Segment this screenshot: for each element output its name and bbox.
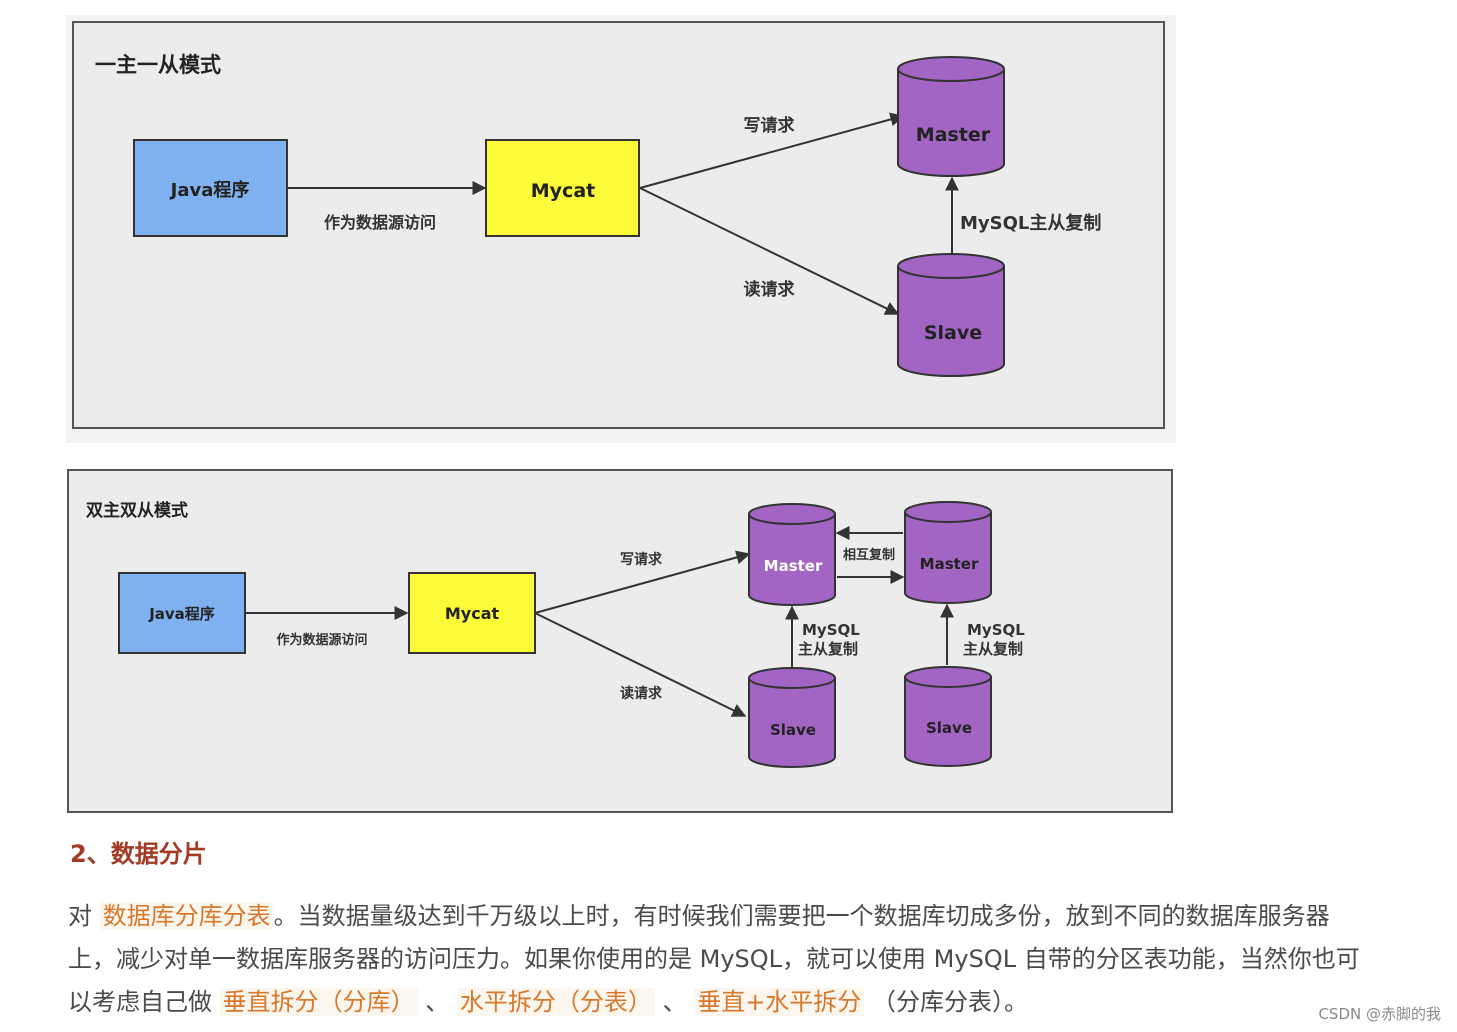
sharding-paragraph: 对 数据库分库分表。当数据量级达到千万级以上时，有时候我们需要把一个数据库切成多…: [68, 895, 1368, 1024]
replication-label: MySQL主从复制: [960, 212, 1101, 234]
diagram1-title: 一主一从模式: [95, 53, 221, 77]
master2-db-label: Master: [920, 555, 979, 573]
datasource-label-2: 作为数据源访问: [276, 632, 367, 648]
paragraph-body: 。当数据量级达到千万级以上时，有时候我们需要把一个数据库切成多份，放到不同的数据…: [68, 902, 1360, 1016]
java-program-box-2: [118, 572, 246, 654]
java-program-label-2: Java程序: [148, 605, 215, 623]
slave-db-cylinder: Slave: [897, 253, 1005, 377]
write-request-label-2: 写请求: [620, 551, 663, 568]
master1-db-cylinder: Master: [748, 503, 836, 606]
slave-db-label: Slave: [924, 322, 982, 344]
diagram-single-master: 一主一从模式 Java程序 作为数据源访问 Mycat 写请求 读请求 Mast…: [66, 15, 1176, 443]
slave1-db-label: Slave: [770, 721, 816, 739]
highlight-sharding-link[interactable]: 数据库分库分表: [99, 902, 274, 930]
master-db-label: Master: [916, 124, 991, 146]
paragraph-suffix: （分库分表）。: [871, 988, 1028, 1016]
mycat-label: Mycat: [531, 180, 595, 202]
highlight-vertical-split[interactable]: 垂直拆分（分库）: [219, 988, 418, 1016]
mutual-replication-label: 相互复制: [843, 547, 895, 563]
replication-label-2b-line1: MySQL: [967, 621, 1025, 639]
section-heading: 2、数据分片: [70, 840, 207, 868]
write-request-arrow: [639, 112, 905, 189]
diagram2-title: 双主双从模式: [86, 500, 188, 521]
csdn-watermark: CSDN @赤脚的我: [1318, 1005, 1441, 1023]
replication-label-2b-line2: 主从复制: [963, 640, 1023, 658]
highlight-horizontal-split[interactable]: 水平拆分（分表）: [456, 988, 655, 1016]
diagram-dual-master: 双主双从模式 Java程序 作为数据源访问 Mycat 写请求 读请求 Mast…: [67, 469, 1173, 813]
paragraph-prefix: 对: [68, 902, 92, 930]
mycat-box: [485, 139, 640, 237]
replication-label-2a-line1: MySQL: [802, 621, 860, 639]
master1-db-label: Master: [764, 557, 823, 575]
read-request-label-2: 读请求: [620, 685, 663, 702]
mycat-label-2: Mycat: [445, 604, 500, 623]
master2-db-cylinder: Master: [904, 501, 992, 604]
datasource-label: 作为数据源访问: [324, 213, 436, 232]
read-request-label: 读请求: [744, 279, 795, 300]
slave2-db-cylinder: Slave: [904, 666, 992, 767]
read-request-arrow: [639, 187, 900, 315]
separator-2: 、: [662, 988, 687, 1016]
java-program-label: Java程序: [169, 179, 250, 201]
read-request-arrow-2: [534, 612, 747, 717]
slave1-db-cylinder: Slave: [748, 667, 836, 768]
highlight-combined-split[interactable]: 垂直+水平拆分: [694, 988, 865, 1016]
write-request-arrow-2: [534, 550, 751, 614]
master-db-cylinder: Master: [897, 56, 1005, 177]
slave2-db-label: Slave: [926, 719, 972, 737]
replication-label-2a-line2: 主从复制: [798, 640, 858, 658]
architecture-diagrams: 一主一从模式 Java程序 作为数据源访问 Mycat 写请求 读请求 Mast…: [66, 15, 1176, 813]
write-request-label: 写请求: [744, 115, 795, 136]
java-program-box: [133, 139, 288, 237]
mycat-box-2: [408, 572, 536, 654]
separator-1: 、: [425, 988, 450, 1016]
